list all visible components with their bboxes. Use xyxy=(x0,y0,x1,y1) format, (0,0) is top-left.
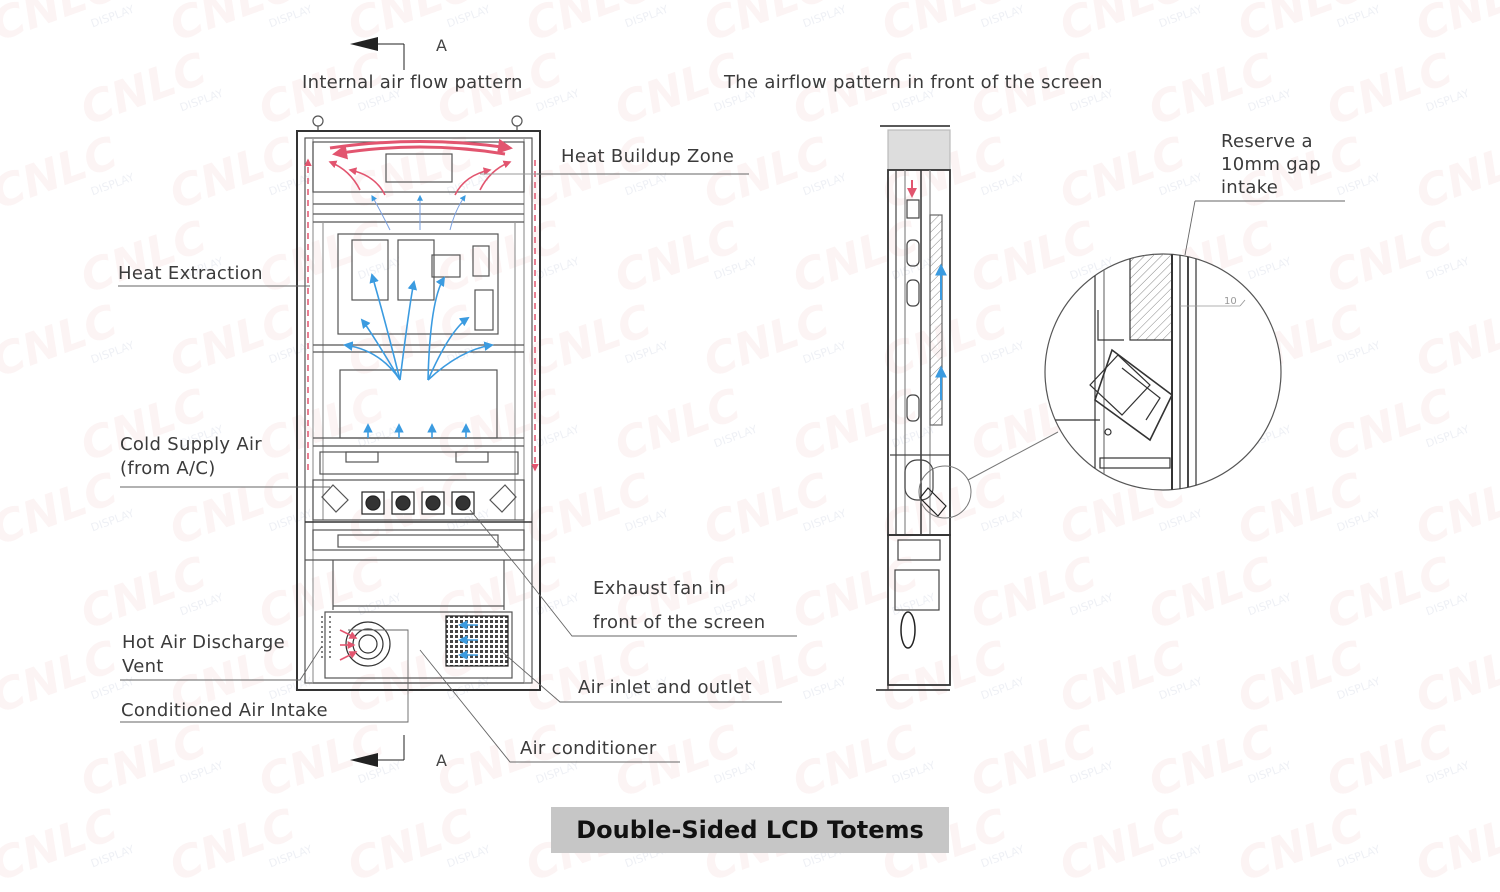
hot-air-vent xyxy=(321,616,391,667)
label-reserve-line2: 10mm gap xyxy=(1221,154,1321,175)
side-airflow xyxy=(907,180,947,400)
label-cold-supply-line2: (from A/C) xyxy=(120,458,216,479)
leader-lines xyxy=(118,173,1345,763)
caption-text: Double-Sided LCD Totems xyxy=(576,816,924,844)
label-hot-discharge-line1: Hot Air Discharge xyxy=(122,632,286,653)
section-arrow-top xyxy=(350,37,405,70)
label-exhaust-fan-line1: Exhaust fan in xyxy=(593,578,727,599)
label-cold-supply-line1: Cold Supply Air xyxy=(120,434,263,455)
heading-front-air-flow: The airflow pattern in front of the scre… xyxy=(724,72,1103,93)
label-reserve-line3: intake xyxy=(1221,177,1279,198)
label-hot-discharge-line2: Vent xyxy=(122,656,164,677)
caption-bar: Double-Sided LCD Totems xyxy=(551,807,949,853)
label-reserve-line1: Reserve a xyxy=(1221,131,1313,152)
ac-grille xyxy=(445,615,513,667)
section-arrow-bottom xyxy=(350,735,405,767)
label-air-inlet-outlet: Air inlet and outlet xyxy=(578,677,752,698)
hot-airflow-top xyxy=(328,138,513,196)
front-view-cabinet xyxy=(296,115,541,691)
section-mark-bottom: A xyxy=(436,751,447,770)
hot-discharge-airflow xyxy=(339,629,358,661)
heading-internal-air-flow: Internal air flow pattern xyxy=(302,72,523,93)
side-view-cabinet xyxy=(876,125,951,691)
detail-callout xyxy=(918,253,1282,519)
dimension-10: 10 xyxy=(1224,296,1237,307)
label-heat-extraction: Heat Extraction xyxy=(118,263,263,284)
cold-airflow xyxy=(343,194,494,660)
label-air-conditioner: Air conditioner xyxy=(520,738,657,759)
label-exhaust-fan-line2: front of the screen xyxy=(593,612,766,633)
hot-airflow-sides xyxy=(304,158,539,472)
label-heat-buildup: Heat Buildup Zone xyxy=(561,146,735,167)
label-conditioned-intake: Conditioned Air Intake xyxy=(121,700,328,721)
exhaust-fans xyxy=(361,491,475,515)
section-mark-top: A xyxy=(436,36,447,55)
